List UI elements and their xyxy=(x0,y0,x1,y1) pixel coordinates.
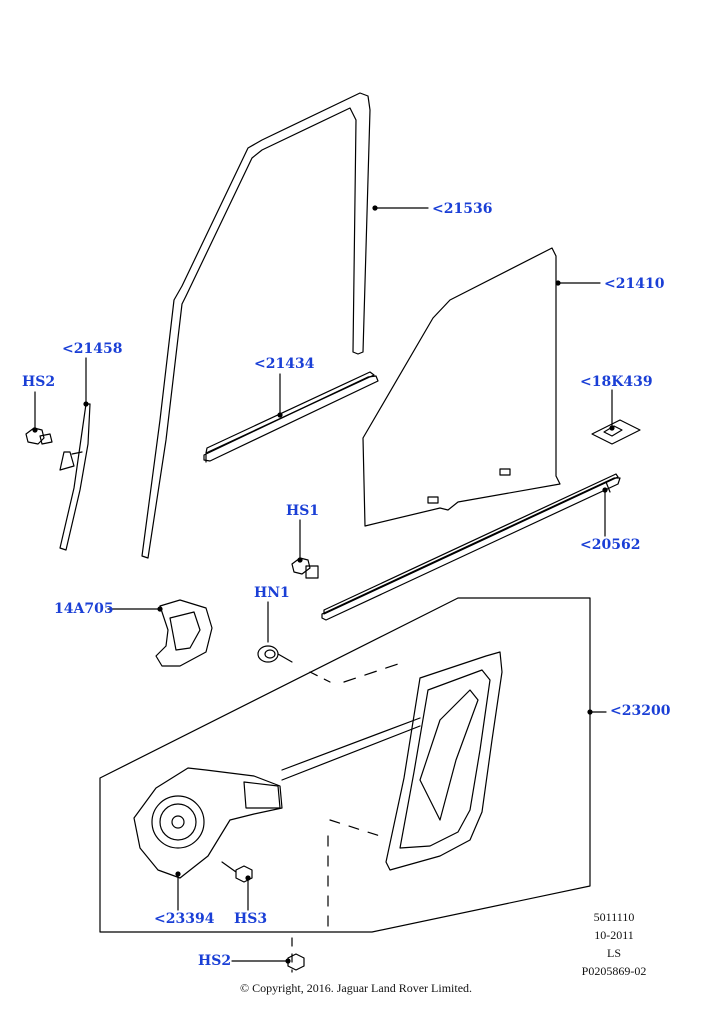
callout-hs3: HS3 xyxy=(234,911,268,927)
label-18K439 xyxy=(591,419,641,445)
callout-21410: <21410 xyxy=(604,276,665,292)
window-regulator xyxy=(281,651,503,871)
callout-21434: <21434 xyxy=(254,356,315,372)
callout-23200: <23200 xyxy=(610,703,671,719)
diagram-ls: LS xyxy=(606,946,621,960)
diagram-code: 5011110 xyxy=(593,910,635,924)
callout-20562: <20562 xyxy=(580,537,641,553)
door-glass xyxy=(362,247,561,527)
glass-run-channel xyxy=(141,92,371,559)
bolt-hs2-bottom xyxy=(287,953,305,971)
callout-21536: <21536 xyxy=(432,201,493,217)
diagram-ref: P0205869-02 xyxy=(581,964,647,978)
nut-hn1 xyxy=(257,645,279,663)
bracket-14A705 xyxy=(155,599,213,667)
callout-18K439: <18K439 xyxy=(580,374,653,390)
assembly-box-23200 xyxy=(99,597,607,973)
bolt-hs1 xyxy=(291,557,319,579)
callout-14A705: 14A705 xyxy=(54,601,114,617)
callout-hs2-top: HS2 xyxy=(22,374,56,390)
callout-23394: <23394 xyxy=(154,911,215,927)
callout-hs2-bottom: HS2 xyxy=(198,953,232,969)
bolt-hs3 xyxy=(221,861,253,883)
copyright-notice: © Copyright, 2016. Jaguar Land Rover Lim… xyxy=(239,981,473,995)
glass-run-lower-channel xyxy=(59,403,91,551)
bolt-hs2-top xyxy=(25,427,53,445)
belt-weatherstrip-outer xyxy=(321,473,621,621)
callout-hn1: HN1 xyxy=(254,585,290,601)
callout-21458: <21458 xyxy=(62,341,123,357)
window-motor xyxy=(133,767,283,879)
diagram-date: 10-2011 xyxy=(594,928,634,942)
callout-hs1: HS1 xyxy=(286,503,320,519)
belt-weatherstrip-inner xyxy=(203,371,379,463)
